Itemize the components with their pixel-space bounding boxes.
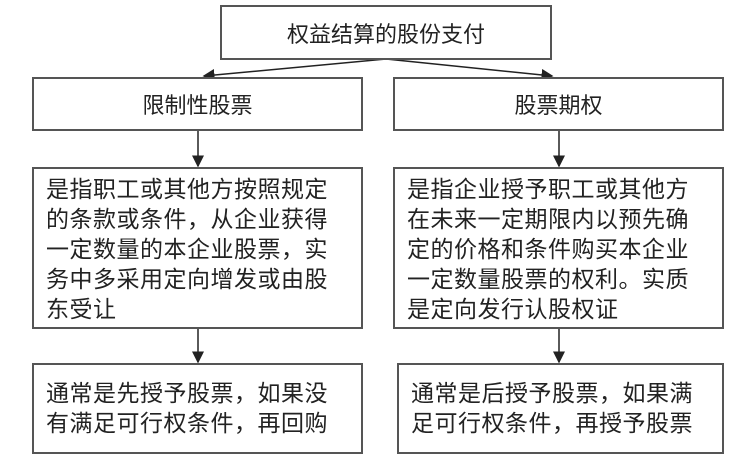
text-line: 是指职工或其他方按照规定 [46,177,328,203]
text-line: 通常是先授予股票，如果没 [46,381,328,407]
restricted-stock-title: 限制性股票 [142,94,253,119]
arrow-root-to-right [385,58,554,81]
stock-option-note: 通常是后授予股票，如果满 足可行权条件，再授予股票 [397,363,724,454]
restricted-stock-note: 通常是先授予股票，如果没 有满足可行权条件，再回购 [32,363,363,454]
text-line: 是定向发行认股权证 [407,297,619,323]
restricted-stock-node: 限制性股票 [32,77,363,131]
text-line: 一定数量股票的权利。实质 [407,267,689,293]
stock-option-node: 股票期权 [393,77,724,131]
root-label: 权益结算的股份支付 [286,22,485,48]
text-line: 足可行权条件，再授予股票 [411,411,693,437]
text-line: 通常是后授予股票，如果满 [411,381,693,407]
text-line: 是指企业授予职工或其他方 [407,177,689,203]
stock-option-definition: 是指企业授予职工或其他方 在未来一定期限内以预先确 定的价格和条件购买本企业 一… [393,167,724,329]
text-line: 一定数量的本企业股票，实 [46,237,328,263]
root-node: 权益结算的股份支付 [220,5,552,60]
restricted-stock-definition: 是指职工或其他方按照规定 的条款或条件，从企业获得 一定数量的本企业股票，实 务… [32,167,363,329]
text-line: 有满足可行权条件，再回购 [46,411,328,437]
text-line: 在未来一定期限内以预先确 [407,207,689,233]
text-line: 务中多采用定向增发或由股 [46,267,328,293]
text-line: 定的价格和条件购买本企业 [407,237,689,263]
stock-option-title: 股票期权 [514,94,603,119]
text-line: 东受让 [46,297,117,323]
arrow-root-to-left [202,58,387,81]
text-line: 的条款或条件，从企业获得 [46,207,328,233]
